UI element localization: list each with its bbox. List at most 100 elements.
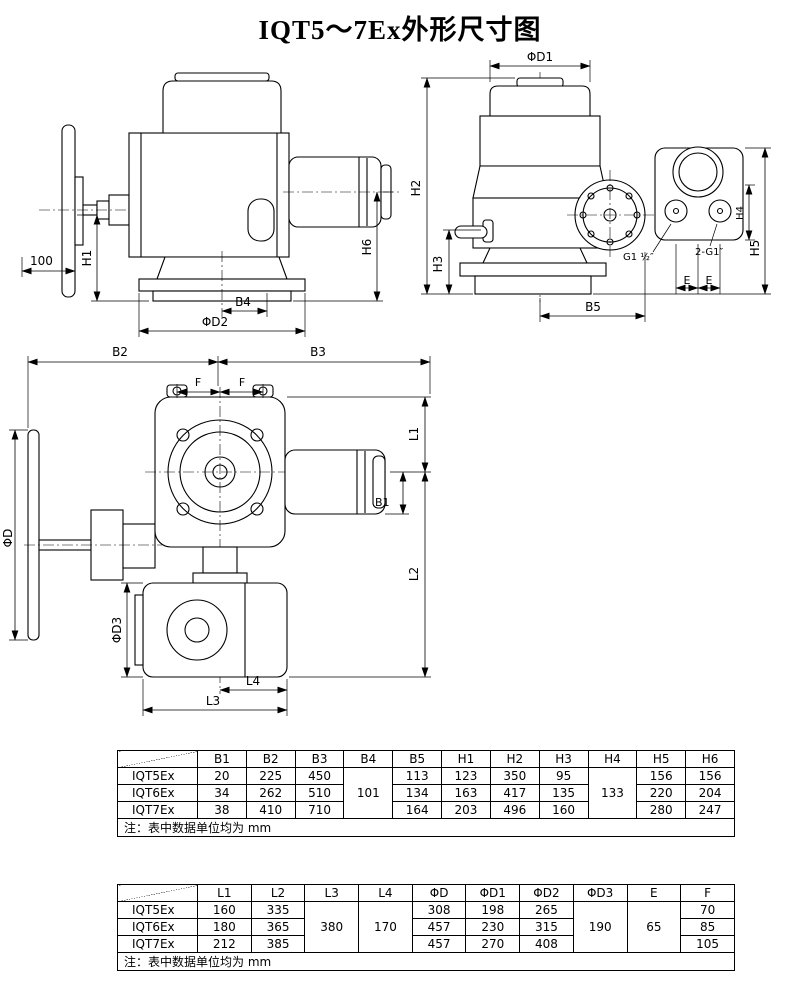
table2-header-l4: L4 bbox=[358, 884, 413, 902]
page-title: IQT5～7Ex外形尺寸图 bbox=[258, 15, 542, 45]
table2-cell: 335 bbox=[250, 901, 306, 919]
side-view-body bbox=[454, 72, 744, 302]
table2-cell: 160 bbox=[197, 901, 252, 919]
table2-cell: 105 bbox=[680, 935, 735, 953]
dimension-table-b-h: B1 B2 B3 B4 B5 H1 H2 H3 H4 H5 H6 IQT5Ex … bbox=[117, 750, 735, 837]
table2-corner-cell bbox=[117, 884, 198, 902]
table1-cell: 135 bbox=[538, 784, 589, 802]
dimension-table-l-d: L1 L2 L3 L4 ΦD ΦD1 ΦD2 ΦD3 E F IQT5Ex 16… bbox=[117, 884, 735, 971]
dim-label-e1: E bbox=[684, 274, 691, 287]
table2-cell-l4-merged: 170 bbox=[358, 901, 413, 953]
table1-cell: 156 bbox=[636, 767, 687, 785]
dim-label-h4: H4 bbox=[735, 206, 746, 220]
table2-row-iqt7ex: IQT7Ex 212 385 457 270 408 105 bbox=[117, 935, 735, 953]
table1-cell: 20 bbox=[197, 767, 247, 785]
table2-cell: 230 bbox=[465, 918, 521, 936]
side-view-dimensions: ΦD1 H2 H3 B5 E E H4 bbox=[409, 50, 771, 322]
table2-header-l3: L3 bbox=[304, 884, 360, 902]
dim-label-b3: B3 bbox=[310, 345, 326, 359]
table2-cell: 265 bbox=[519, 901, 574, 919]
table2-cell: 457 bbox=[411, 935, 467, 953]
table1-cell: 38 bbox=[197, 801, 247, 819]
table2-cell-d3-merged: 190 bbox=[572, 901, 628, 953]
table1-cell-h4-merged: 133 bbox=[587, 767, 638, 819]
model-name-cell: IQT5Ex bbox=[117, 901, 198, 919]
table1-header-h3: H3 bbox=[538, 750, 589, 768]
dim-label-l2: L2 bbox=[407, 567, 421, 581]
dim-label-l4: L4 bbox=[246, 674, 260, 688]
table1-corner-cell bbox=[117, 750, 198, 768]
bottom-view-drawing: B2 B3 F F ΦD ΦD3 L1 B1 L2 bbox=[1, 345, 431, 716]
model-name-cell: IQT7Ex bbox=[117, 935, 198, 953]
table2-row-iqt6ex: IQT6Ex 180 365 457 230 315 85 bbox=[117, 918, 735, 936]
dim-label-h6: H6 bbox=[360, 239, 374, 256]
dim-label-b5: B5 bbox=[585, 300, 601, 314]
model-name-cell: IQT7Ex bbox=[117, 801, 198, 819]
side-view-drawing: ΦD1 H2 H3 B5 E E H4 bbox=[409, 50, 771, 322]
table1-header-row: B1 B2 B3 B4 B5 H1 H2 H3 H4 H5 H6 bbox=[117, 750, 735, 768]
front-view-body bbox=[39, 72, 399, 317]
table1-cell: 134 bbox=[392, 784, 443, 802]
table1-cell: 163 bbox=[441, 784, 491, 802]
table1-cell: 203 bbox=[441, 801, 491, 819]
dim-label-e2: E bbox=[706, 274, 713, 287]
table1-cell: 350 bbox=[489, 767, 540, 785]
table1-cell: 225 bbox=[245, 767, 296, 785]
table1-cell: 220 bbox=[636, 784, 687, 802]
dim-label-h3: H3 bbox=[431, 256, 445, 273]
table1-cell: 95 bbox=[538, 767, 589, 785]
dim-label-phid3: ΦD3 bbox=[110, 617, 124, 643]
table1-cell: 450 bbox=[294, 767, 345, 785]
table2-header-phid3: ΦD3 bbox=[572, 884, 628, 902]
table2-cell: 180 bbox=[197, 918, 252, 936]
table2-note-row: 注：表中数据单位均为 mm bbox=[117, 952, 735, 971]
front-view-drawing: 100 H1 H6 B4 ΦD2 bbox=[21, 72, 399, 337]
table1-cell: 204 bbox=[685, 784, 735, 802]
table2-cell-e-merged: 65 bbox=[626, 901, 682, 953]
table1-cell: 123 bbox=[441, 767, 491, 785]
model-name-cell: IQT6Ex bbox=[117, 918, 198, 936]
table2-header-phid2: ΦD2 bbox=[519, 884, 574, 902]
dim-label-b1: B1 bbox=[375, 496, 390, 509]
table1-cell: 496 bbox=[489, 801, 540, 819]
table2-header-f: F bbox=[680, 884, 735, 902]
dim-label-b2: B2 bbox=[112, 345, 128, 359]
table2-cell: 408 bbox=[519, 935, 574, 953]
table2-cell: 365 bbox=[250, 918, 306, 936]
model-name-cell: IQT6Ex bbox=[117, 784, 198, 802]
table2-cell: 315 bbox=[519, 918, 574, 936]
table1-cell: 156 bbox=[685, 767, 735, 785]
table1-row-iqt5ex: IQT5Ex 20 225 450 101 113 123 350 95 133… bbox=[117, 767, 735, 819]
table2-cell: 212 bbox=[197, 935, 252, 953]
table1-cell: 164 bbox=[392, 801, 443, 819]
dim-label-l3: L3 bbox=[206, 694, 220, 708]
dim-label-b4: B4 bbox=[235, 295, 251, 309]
dim-label-h1: H1 bbox=[80, 250, 94, 267]
table2-row-iqt5ex: IQT5Ex 160 335 380 170 308 198 265 190 6… bbox=[117, 901, 735, 953]
table1-note: 注：表中数据单位均为 mm bbox=[117, 818, 735, 837]
table2-header-phid: ΦD bbox=[411, 884, 467, 902]
table2-header-e: E bbox=[626, 884, 682, 902]
table2-cell-l3-merged: 380 bbox=[304, 901, 360, 953]
table2-cell: 270 bbox=[465, 935, 521, 953]
table1-header-h6: H6 bbox=[685, 750, 735, 768]
table1-header-h4: H4 bbox=[587, 750, 638, 768]
table2-note: 注：表中数据单位均为 mm bbox=[117, 952, 735, 971]
table1-cell: 510 bbox=[294, 784, 345, 802]
table1-note-row: 注：表中数据单位均为 mm bbox=[117, 818, 735, 837]
table2-cell: 385 bbox=[250, 935, 306, 953]
dim-label-h2: H2 bbox=[409, 180, 423, 197]
thread-label-2g1: 2-G1″ bbox=[695, 247, 723, 258]
table1-header-b2: B2 bbox=[245, 750, 296, 768]
table1-header-b1: B1 bbox=[197, 750, 247, 768]
table1-cell: 34 bbox=[197, 784, 247, 802]
dim-label-phid: ΦD bbox=[1, 529, 15, 548]
table1-cell: 160 bbox=[538, 801, 589, 819]
table1-header-h1: H1 bbox=[441, 750, 491, 768]
model-name-cell: IQT5Ex bbox=[117, 767, 198, 785]
table2-cell: 70 bbox=[680, 901, 735, 919]
table1-cell-b4-merged: 101 bbox=[343, 767, 394, 819]
table1-header-b5: B5 bbox=[392, 750, 443, 768]
dim-label-phid1: ΦD1 bbox=[527, 50, 553, 64]
